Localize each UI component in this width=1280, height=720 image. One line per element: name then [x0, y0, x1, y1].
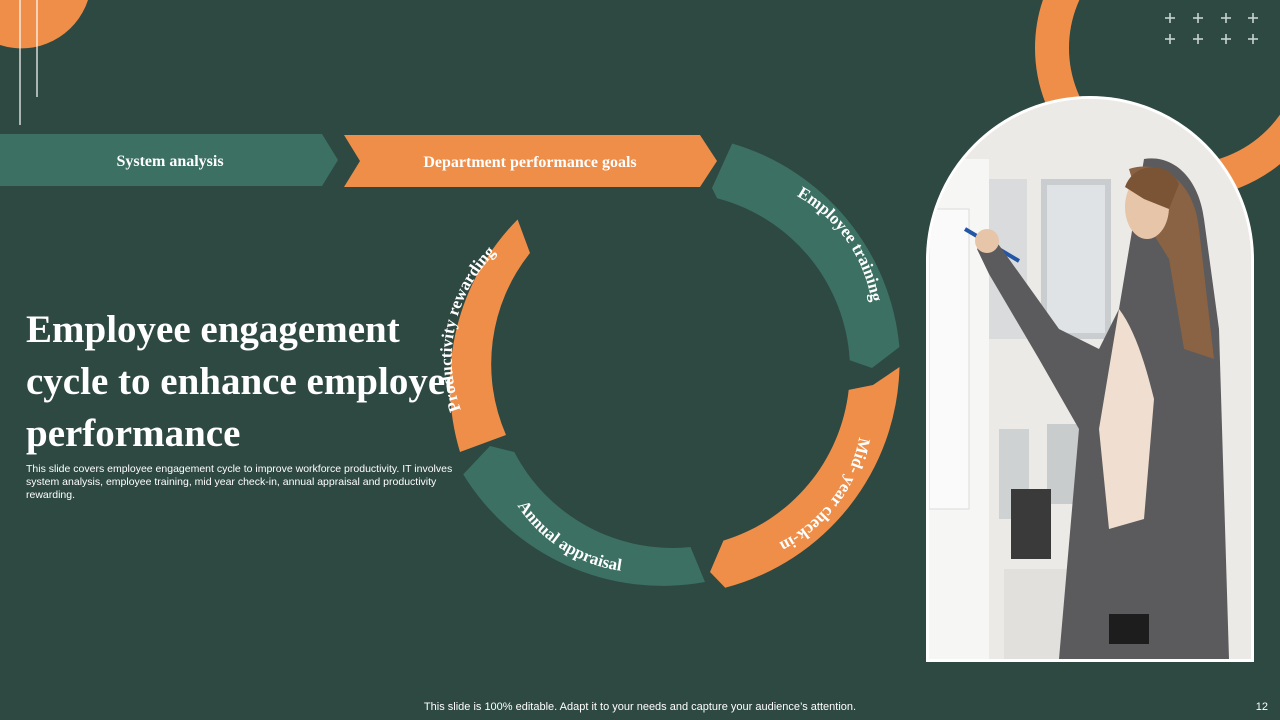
orange-corner-shape [0, 0, 88, 49]
footer-note: This slide is 100% editable. Adapt it to… [423, 701, 857, 713]
plus-icon [1248, 13, 1258, 23]
plus-icon [1221, 13, 1231, 23]
slide-title: Employee engagement cycle to enhance emp… [26, 308, 463, 455]
department-goals-arrow [344, 135, 717, 187]
system-analysis-arrow [0, 134, 338, 186]
photo-illustration [929, 99, 1251, 659]
system-analysis-label: System analysis [116, 153, 223, 170]
plus-icon [1193, 34, 1203, 44]
employee-training-segment [712, 143, 900, 368]
plus-icon [1193, 13, 1203, 23]
slide-description: This slide covers employee engagement cy… [26, 463, 453, 501]
page-number: 12 [1255, 701, 1268, 713]
plus-icon [1248, 34, 1258, 44]
annual-appraisal-segment [463, 446, 705, 586]
plus-icon-grid [1165, 13, 1258, 44]
plus-icon [1165, 13, 1175, 23]
plus-icon [1165, 34, 1175, 44]
plus-icon [1221, 34, 1231, 44]
productivity-rewarding-segment [449, 219, 530, 452]
department-goals-label: Department performance goals [423, 154, 636, 171]
employee-photo [926, 96, 1254, 662]
mid-year-checkin-segment [710, 367, 900, 588]
